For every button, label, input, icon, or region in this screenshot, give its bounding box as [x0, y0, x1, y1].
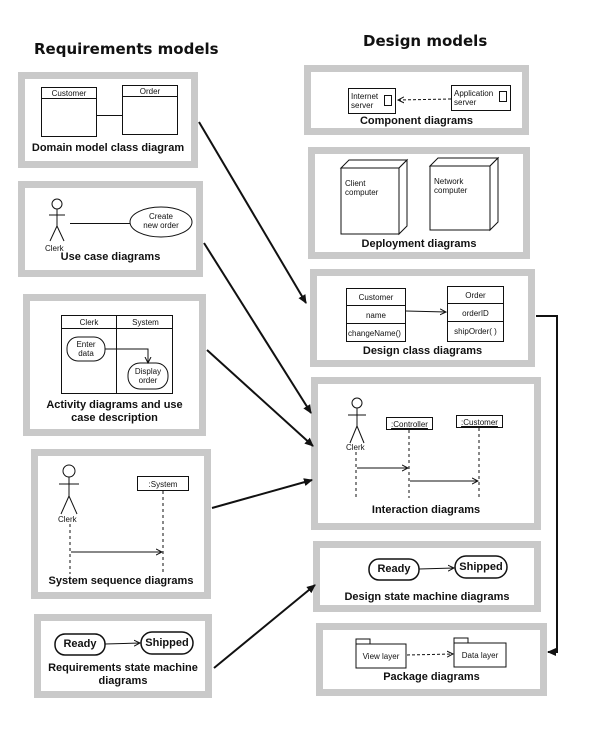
- association-line: [97, 115, 122, 116]
- arrow-ssd-to-interaction: [211, 478, 313, 509]
- customer-class: Customer: [41, 87, 97, 137]
- internet-server-line1: Internet: [351, 92, 379, 101]
- create-order-use-case: [129, 206, 193, 238]
- requirements-models-heading: Requirements models: [34, 40, 219, 58]
- client-computer-line1: Client: [345, 179, 366, 188]
- interaction-panel: Clerk :Controller :Customer Interaction …: [311, 377, 541, 530]
- design-order-attr: orderID: [462, 309, 489, 318]
- client-computer-line2: computer: [345, 188, 379, 197]
- component-icon: [499, 91, 507, 102]
- controller-object-label: :Controller: [391, 420, 428, 429]
- use-case-association: [70, 223, 132, 224]
- req-state-panel: Ready Shipped Requirements state machine…: [34, 614, 212, 698]
- display-order-activity-line2: order: [138, 376, 158, 385]
- ssd-panel: Clerk :System System sequence diagrams: [31, 449, 211, 599]
- domain-model-caption: Domain model class diagram: [31, 142, 185, 154]
- package-shapes: [355, 637, 507, 669]
- design-class-navigation: [405, 276, 537, 356]
- design-models-heading: Design models: [363, 32, 488, 50]
- design-order-name: Order: [465, 291, 486, 300]
- activity-panel: Clerk System Enter data Display order Ac…: [23, 294, 206, 436]
- clerk-actor-icon: [49, 198, 65, 242]
- deployment-caption: Deployment diagrams: [361, 238, 477, 250]
- component-panel: Internet server Application server Compo…: [304, 65, 529, 135]
- system-object: :System: [137, 476, 189, 491]
- customer-object-label: :Customer: [461, 418, 498, 427]
- ssd-lifelines: [69, 491, 164, 574]
- deployment-panel: Client computer Network computer Deploym…: [308, 147, 530, 259]
- arrow-reqstate-to-designstate: [213, 584, 316, 669]
- application-server-component: Application server: [451, 85, 511, 111]
- order-class: Order: [122, 85, 178, 135]
- domain-model-panel: Customer Order Domain model class diagra…: [18, 72, 198, 168]
- req-ready-state: Ready: [63, 638, 97, 650]
- req-state-caption-line1: Requirements state machine: [48, 662, 198, 674]
- lane-system: System: [132, 318, 159, 327]
- network-computer-line2: computer: [434, 186, 468, 195]
- req-state-caption-line2: diagrams: [98, 675, 148, 687]
- application-server-line1: Application: [454, 89, 494, 98]
- internet-server-line2: server: [351, 101, 374, 110]
- activity-flow: [66, 336, 169, 390]
- design-order-op: shipOrder( ): [454, 327, 497, 336]
- order-class-name: Order: [139, 87, 161, 96]
- design-state-panel: Ready Shipped Design state machine diagr…: [313, 541, 541, 612]
- package-caption: Package diagrams: [383, 671, 480, 683]
- package-panel: View layer Data layer Package diagrams: [316, 623, 547, 696]
- design-class-caption: Design class diagrams: [362, 345, 483, 357]
- design-customer-name: Customer: [358, 293, 394, 302]
- controller-object: :Controller: [386, 417, 433, 430]
- design-customer-class: Customer name changeName(): [346, 288, 406, 342]
- deployment-nodes: [339, 156, 500, 236]
- interaction-lifelines: [355, 428, 480, 498]
- arrow-activity-to-interaction: [206, 349, 314, 447]
- lane-clerk: Clerk: [79, 318, 99, 327]
- design-state-caption: Design state machine diagrams: [344, 591, 510, 603]
- design-order-class: Order orderID shipOrder( ): [447, 286, 504, 342]
- customer-class-name: Customer: [51, 89, 87, 98]
- activity-caption-line2: case description: [71, 412, 158, 424]
- network-computer-line1: Network: [434, 177, 464, 186]
- ssd-clerk-actor-icon: [59, 464, 79, 515]
- system-object-label: :System: [148, 480, 178, 489]
- design-customer-op: changeName(): [348, 329, 401, 338]
- interaction-clerk-actor-icon: [348, 397, 366, 444]
- use-case-label-line1: Create: [148, 212, 173, 221]
- enter-data-activity-line2: data: [78, 349, 94, 358]
- design-state-machine: [368, 555, 508, 581]
- clerk-label: Clerk: [45, 244, 64, 253]
- ssd-clerk-label: Clerk: [58, 515, 77, 524]
- view-layer-package: View layer: [362, 652, 400, 661]
- component-icon: [384, 95, 392, 106]
- ssd-caption: System sequence diagrams: [48, 575, 194, 587]
- component-caption: Component diagrams: [359, 115, 474, 127]
- use-case-caption: Use case diagrams: [60, 251, 161, 263]
- design-ready-state: Ready: [377, 563, 411, 575]
- application-server-line2: server: [454, 98, 477, 107]
- component-dependency: [311, 72, 452, 132]
- internet-server-component: Internet server: [348, 88, 396, 114]
- design-shipped-state: Shipped: [459, 561, 503, 573]
- display-order-activity-line1: Display: [134, 367, 162, 376]
- data-layer-package: Data layer: [461, 651, 499, 660]
- req-state-machine: [54, 631, 194, 656]
- arrow-usecase-to-interaction: [203, 242, 312, 414]
- arrow-domain-to-design-class: [198, 121, 307, 304]
- enter-data-activity-line1: Enter: [76, 340, 96, 349]
- req-shipped-state: Shipped: [145, 637, 189, 649]
- interaction-clerk-label: Clerk: [346, 443, 365, 452]
- design-customer-attr: name: [365, 311, 386, 320]
- design-class-panel: Customer name changeName() Order orderID…: [310, 269, 535, 367]
- interaction-caption: Interaction diagrams: [371, 504, 481, 516]
- activity-caption-line1: Activity diagrams and use: [46, 399, 183, 411]
- customer-object: :Customer: [456, 415, 503, 428]
- use-case-panel: Clerk Create new order Use case diagrams: [18, 181, 203, 277]
- use-case-label-line2: new order: [143, 221, 179, 230]
